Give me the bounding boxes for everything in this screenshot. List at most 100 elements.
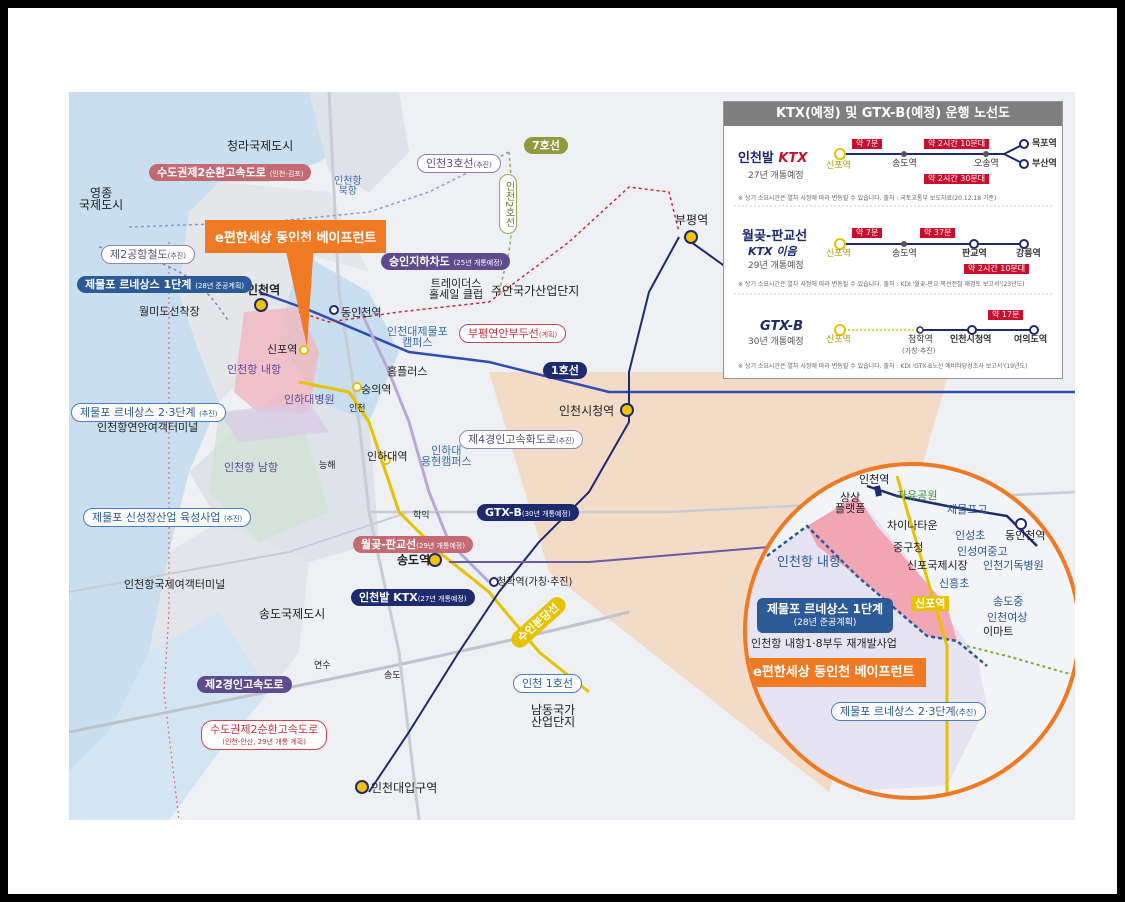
zoom-sangsang: 상상 플랫폼	[835, 491, 866, 515]
ktx-tag-2: 약 2시간 10분대	[924, 139, 990, 149]
label-inha-yonghyeon: 인하대 용현캠퍼스	[421, 444, 472, 468]
label-yeongjong: 영종 국제도시	[79, 186, 124, 212]
panel-title: KTX(예정) 및 GTX-B(예정) 운행 노선도	[724, 102, 1062, 126]
pill-capital-ring-2b: 수도권제2순환고속도로(인천-안산, 29년 개통 계획)	[201, 720, 328, 750]
label-incheon-univ-jemulpo: 인천대제물포 캠퍼스	[387, 325, 448, 349]
zoom-chinatown: 차이나타운	[887, 519, 938, 532]
label-inner-port: 인천항 내항	[227, 363, 282, 376]
label-north-port: 인천항 북항	[334, 176, 362, 197]
pill-line7: 7호선	[524, 137, 568, 154]
label-coastal-terminal: 인천항연안여객터미널	[97, 421, 199, 434]
zoom-incheon-station: 인천역	[859, 473, 890, 486]
ktx-tag-3: 약 2시간 30분대	[924, 174, 990, 184]
pill-capital-ring-2: 수도권제2순환고속도로 (인천-김포)	[149, 164, 312, 181]
label-ic-yeonsu: 연수	[314, 661, 331, 671]
zoom-emart: 이마트	[983, 625, 1014, 638]
ktx-tag-1: 약 7분	[852, 139, 883, 149]
label-juan-industrial: 주안국가산업단지	[491, 284, 580, 298]
label-cheongna: 청라국제도시	[227, 139, 294, 153]
zoom-inseong-middle: 인성여중고	[957, 545, 1008, 558]
pill-gyeongin-2: 제2경인고속도로	[197, 676, 292, 693]
zoom-redevelopment: 인천항 내항1·8부두 재개발사업	[751, 637, 897, 650]
label-cheonghak: 청학역(가칭·추진)	[497, 577, 573, 588]
label-incheon-station: 인천역	[247, 283, 281, 297]
wolgot-st-sinpo: 신포역	[826, 249, 851, 259]
zoom-dongincheon: 동인천역	[1005, 529, 1046, 542]
pill-jemulpo-1: 제물포 르네상스 1단계 (28년 준공계획)	[77, 276, 253, 293]
label-songdo-station: 송도역	[397, 553, 431, 567]
callout-pointer	[284, 242, 314, 347]
gtxb-st-sinpo: 신포역	[826, 335, 851, 345]
pill-gyeongin-4: 제4경인고속화도로(추진)	[459, 430, 584, 449]
label-ic-songdo: 송도	[384, 671, 401, 681]
pill-incheon-line2: 인천2호선	[499, 174, 517, 235]
pill-seungin: 승인지하차도 (25년 개통예정)	[381, 253, 511, 270]
pill-incheon-line1: 인천 1호선	[513, 674, 582, 693]
pill-bupyeong-pier: 부평연안부두선(계획)	[459, 324, 567, 343]
label-intl-terminal: 인천항국제여객터미널	[124, 578, 226, 591]
ktx-st-mokpo: 목포역	[1032, 139, 1057, 149]
zoom-christian-hospital: 인천기독병원	[983, 559, 1044, 572]
label-sinpo: 신포역	[267, 343, 298, 356]
pill-wolgot: 월곶-판교선(29년 개통예정)	[353, 536, 473, 553]
wolgot-st-gangneung: 강릉역	[1016, 249, 1041, 259]
ktx-open: 27년 개통예정	[748, 171, 804, 181]
zoom-incheon-girls: 인천여상	[987, 611, 1028, 624]
panel-routes	[734, 139, 1054, 336]
zoom-jemulpo-1: 제물포 르네상스 1단계(28년 준공계획)	[757, 598, 894, 633]
label-ic-incheon: 인천	[349, 404, 366, 414]
wolgot-brand: KTX 이음	[748, 245, 797, 258]
zoom-jemulpo-high: 제물포고	[947, 503, 988, 516]
wolgot-route-name: 월곶-판교선	[742, 229, 808, 244]
ktx-note: ※ 상기 소요시간은 열차 사정에 따라 변동될 수 있습니다. 출처 : 국토…	[738, 195, 997, 202]
label-incheon-univ-entrance: 인천대입구역	[371, 781, 438, 795]
gtxb-st-cheonghak-note: (가칭·추진)	[902, 347, 936, 355]
label-inha-univ-station: 인하대역	[367, 450, 408, 463]
ktx-route-name: 인천발 KTX	[738, 151, 808, 166]
pill-ktx: 인천발 KTX(27년 개통예정)	[351, 589, 475, 606]
gtxb-st-yeouido: 여의도역	[1014, 335, 1048, 345]
gtxb-tag-1: 약 17분	[988, 310, 1024, 320]
wolgot-st-songdo: 송도역	[892, 249, 917, 259]
zoom-circle: 인천역 상상 플랫폼 자유공원 제물포고 차이나타운 중구청 인성초 인성여중고…	[743, 462, 1075, 800]
route-panel: KTX(예정) 및 GTX-B(예정) 운행 노선도	[723, 101, 1063, 379]
gtxb-open: 30년 개통예정	[748, 337, 804, 347]
zoom-jemulpo-23: 제물포 르네상스 2·3단계(추진)	[831, 702, 986, 721]
wolgot-st-pangyo: 판교역	[962, 249, 987, 259]
gtxb-note: ※ 상기 소요시간은 열차 사정에 따라 변동될 수 있습니다. 출처 : KD…	[738, 363, 1028, 370]
zoom-callout: e편한세상 동인천 베이프런트	[747, 658, 927, 687]
zoom-sinheung-elem: 신흥초	[939, 577, 970, 590]
pill-airport-rail-2: 제2공항철도(추진)	[101, 245, 195, 264]
zoom-jayu-park: 자유공원	[897, 489, 938, 502]
gtxb-brand: GTX-B	[760, 319, 804, 334]
location-map: 청라국제도시 영종 국제도시 인천항 북항 월미도선착장 인천역 동인천역 신포…	[69, 92, 1075, 820]
label-wolmido: 월미도선착장	[139, 305, 200, 318]
zoom-sinpo-market: 신포국제시장	[907, 559, 968, 572]
ktx-st-busan: 부산역	[1032, 159, 1057, 169]
zoom-jung-gu: 중구청	[893, 541, 924, 554]
label-homeplus: 홈플러스	[387, 365, 428, 378]
wolgot-note: ※ 상기 소요시간은 열차 사정에 따라 변동될 수 있습니다. 출처 : KD…	[738, 281, 1025, 288]
zoom-inseong-elem: 인성초	[955, 529, 986, 542]
ktx-st-osong: 오송역	[974, 159, 999, 169]
wolgot-tag-2: 약 37분	[920, 228, 956, 238]
gtxb-st-cheonghak: 청학역	[908, 335, 933, 345]
ktx-st-sinpo: 신포역	[826, 161, 851, 171]
label-inha-hospital: 인하대병원	[284, 393, 335, 406]
label-dongincheon: 동인천역	[341, 306, 382, 319]
wolgot-tag-3: 약 2시간 10분대	[964, 264, 1030, 274]
ktx-st-songdo: 송도역	[892, 159, 917, 169]
wolgot-tag-1: 약 7분	[852, 228, 883, 238]
pill-incheon-line3: 인천3호선(추진)	[417, 154, 501, 173]
label-namdong: 남동국가 산업단지	[531, 703, 576, 729]
zoom-sinpo-station: 신포역	[911, 596, 950, 611]
gtxb-st-cityhall: 인천시청역	[950, 335, 992, 345]
wolgot-open: 29년 개통예정	[748, 261, 804, 271]
label-songdo-city: 송도국제도시	[259, 607, 326, 621]
label-south-port: 인천항 남항	[224, 461, 279, 474]
zoom-songdo-middle: 송도중	[993, 595, 1024, 608]
label-soongui: 숭의역	[361, 383, 392, 396]
label-ic-neunghae: 능해	[319, 461, 336, 471]
zoom-inner-port: 인천항 내항	[777, 555, 841, 570]
image-frame: 청라국제도시 영종 국제도시 인천항 북항 월미도선착장 인천역 동인천역 신포…	[8, 8, 1117, 894]
